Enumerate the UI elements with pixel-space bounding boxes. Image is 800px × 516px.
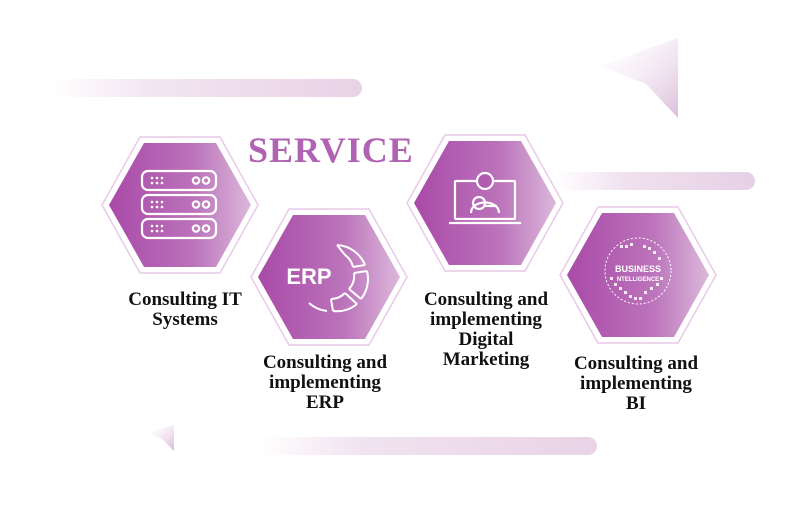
service-label-it-systems: Consulting IT Systems: [100, 290, 270, 330]
server-rack-icon: [140, 169, 218, 240]
service-card-it-systems: [100, 135, 260, 275]
service-label-line: implementing: [430, 309, 542, 330]
service-label-line: BI: [625, 393, 647, 414]
hexagon-shape: [101, 136, 259, 274]
service-label-line: Consulting and: [573, 353, 699, 374]
service-card-digital-marketing: [405, 133, 565, 273]
decorative-bar-middle: [555, 172, 755, 190]
service-label-digital-marketing: Consulting and implementing Digital Mark…: [406, 290, 566, 370]
decorative-bar-top: [52, 79, 362, 97]
service-label-line: implementing: [580, 373, 692, 394]
service-label-line: Digital: [458, 329, 514, 350]
service-label-line: Marketing: [442, 349, 530, 370]
service-label-line: implementing: [269, 372, 381, 393]
service-label-bi: Consulting and implementing BI: [556, 354, 716, 414]
erp-icon: [308, 244, 370, 313]
service-label-line: Systems: [152, 309, 218, 330]
decorative-arrow-bottom-left: [148, 425, 174, 451]
hexagon-shape: [406, 134, 564, 272]
service-card-erp: ERP: [249, 207, 409, 347]
hexagon-shape: BUSINESS NTELLIGENCE: [559, 206, 717, 344]
decorative-bar-bottom: [260, 437, 597, 455]
bi-icon-text-line: BUSINESS: [615, 264, 661, 274]
page-title: SERVICE: [248, 130, 414, 170]
service-label-line: Consulting IT: [128, 289, 242, 310]
service-card-bi: BUSINESS NTELLIGENCE: [558, 205, 718, 345]
service-label-line: Consulting and: [262, 352, 388, 373]
bi-icon-text-line: NTELLIGENCE: [617, 277, 659, 283]
business-intelligence-icon: [604, 237, 672, 305]
service-label-line: Consulting and: [423, 289, 549, 310]
service-label-line: ERP: [306, 392, 344, 413]
service-label-erp: Consulting and implementing ERP: [245, 353, 405, 413]
hexagon-shape: ERP: [250, 208, 408, 346]
erp-icon-text: ERP: [286, 264, 331, 289]
digital-marketing-icon: [449, 171, 521, 225]
decorative-arrow-top-right: [600, 38, 678, 118]
